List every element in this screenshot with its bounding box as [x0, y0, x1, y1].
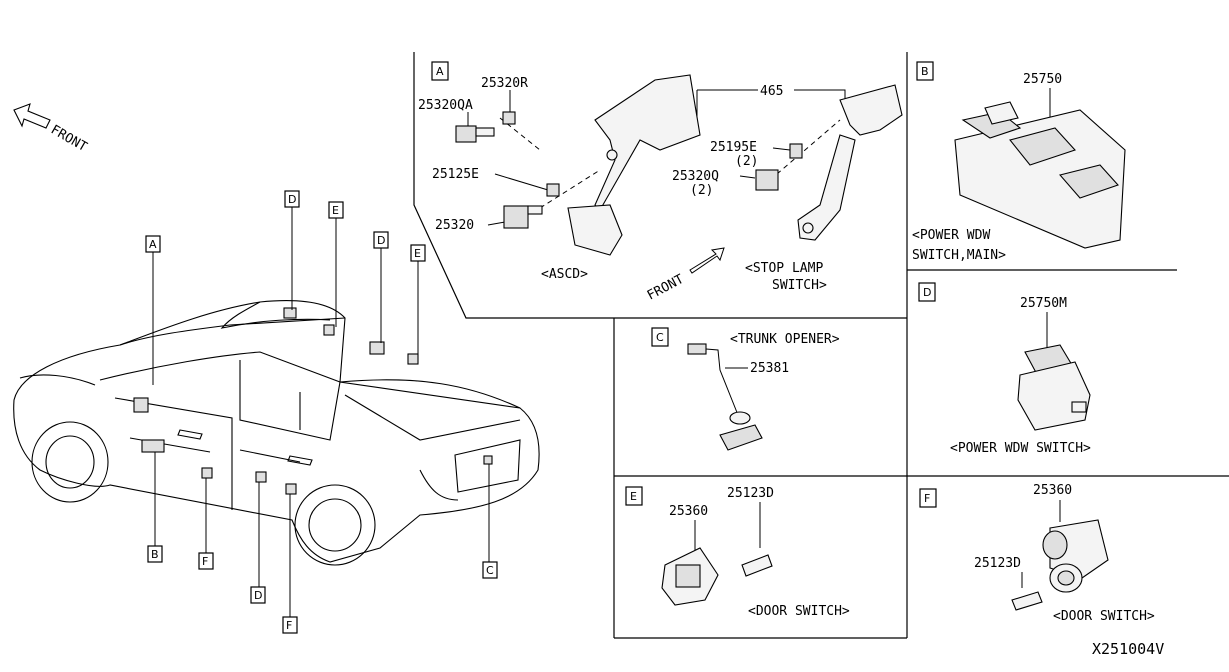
panel-b-letter: B [921, 65, 929, 78]
power-window-switch-icon [1017, 344, 1091, 431]
car-callout-e2: E [410, 244, 426, 355]
svg-text:C: C [486, 564, 494, 577]
part-25123d-f: 25123D [974, 556, 1021, 571]
part-25381: 25381 [750, 361, 789, 376]
car-callout-d1: D [284, 190, 300, 310]
panel-frames [413, 52, 1229, 639]
door-switch-e-icon [661, 547, 773, 606]
caption-power-wdw-switch: <POWER WDW SWITCH> [950, 441, 1091, 456]
part-25750: 25750 [1023, 72, 1062, 87]
car-overview: FRONT [13, 103, 540, 634]
svg-text:F: F [286, 619, 292, 632]
panel-c-letter: C [656, 331, 664, 344]
car-callout-b: B [147, 452, 163, 563]
svg-text:D: D [254, 589, 262, 602]
panel-f-letter: F [924, 492, 930, 505]
panel-c: C <TRUNK OPENER> 25381 [651, 327, 840, 451]
caption-trunk-opener: <TRUNK OPENER> [730, 332, 840, 347]
car-body [13, 300, 540, 566]
caption-stop-lamp-2: SWITCH> [772, 278, 827, 293]
car-callout-d2: D [373, 231, 389, 343]
caption-power-wdw-main-1: <POWER WDW [912, 228, 990, 243]
caption-ascd: <ASCD> [541, 267, 588, 282]
car-callout-c: C [482, 464, 498, 579]
panel-e: E 25360 25123D <DOOR SWITCH> [625, 486, 850, 619]
panel-e-letter: E [630, 490, 637, 503]
caption-power-wdw-main-2: SWITCH,MAIN> [912, 248, 1006, 263]
panel-d-letter: D [923, 286, 931, 299]
stop-lamp-pedal-icon [797, 84, 903, 241]
switch-25320qa-icon [455, 125, 477, 143]
caption-door-switch-f: <DOOR SWITCH> [1053, 609, 1155, 624]
car-callout-f2: F [282, 494, 298, 634]
panel-d: D 25750M <POWER WDW SWITCH> [918, 282, 1091, 456]
part-25195e-qty: (2) [735, 154, 758, 169]
part-25750m: 25750M [1020, 296, 1067, 311]
part-25320r: 25320R [481, 76, 528, 91]
part-25125e: 25125E [432, 167, 479, 182]
panel-a-front-label: FRONT [645, 272, 687, 304]
svg-text:B: B [151, 548, 159, 561]
svg-text:D: D [377, 234, 385, 247]
car-callout-a: A [145, 235, 161, 385]
part-25320: 25320 [435, 218, 474, 233]
part-25320qa: 25320QA [418, 98, 473, 113]
part-25195e: 25195E [710, 140, 757, 155]
caption-door-switch-e: <DOOR SWITCH> [748, 604, 850, 619]
car-front-label: FRONT [48, 122, 90, 155]
panel-a-front-arrow-icon [689, 247, 725, 274]
power-window-main-switch-icon [954, 101, 1126, 249]
switch-25320-icon [503, 205, 529, 229]
part-25123d-e: 25123D [727, 486, 774, 501]
panel-f: F 25360 25123D <DOOR SWITCH> [919, 483, 1155, 624]
diagram-code: X251004V [1092, 640, 1164, 658]
trunk-opener-switch-icon [687, 343, 763, 451]
switch-25320q-icon [755, 169, 779, 191]
caption-stop-lamp-1: <STOP LAMP [745, 261, 823, 276]
part-25320q-qty: (2) [690, 183, 713, 198]
svg-text:A: A [149, 238, 157, 251]
part-25320q: 25320Q [672, 169, 719, 184]
svg-text:E: E [414, 247, 421, 260]
svg-text:E: E [332, 204, 339, 217]
door-switch-f-icon [1011, 519, 1109, 611]
panel-b: B 25750 <POWER WDW SWITCH,MAIN> [912, 61, 1126, 263]
ascd-pedal-icon [567, 74, 701, 256]
panel-a-letter: A [436, 65, 444, 78]
car-callout-e1: E [328, 201, 344, 327]
svg-text:D: D [288, 193, 296, 206]
part-465: 465 [760, 84, 783, 99]
part-25360-e: 25360 [669, 504, 708, 519]
front-arrow-icon [13, 103, 51, 129]
svg-text:F: F [202, 555, 208, 568]
car-callout-d3: D [250, 482, 266, 604]
car-callout-f1: F [198, 478, 214, 570]
panel-a: A 25320R 25320QA 25125E 25320 465 25195E… [418, 61, 903, 304]
part-25360-f: 25360 [1033, 483, 1072, 498]
